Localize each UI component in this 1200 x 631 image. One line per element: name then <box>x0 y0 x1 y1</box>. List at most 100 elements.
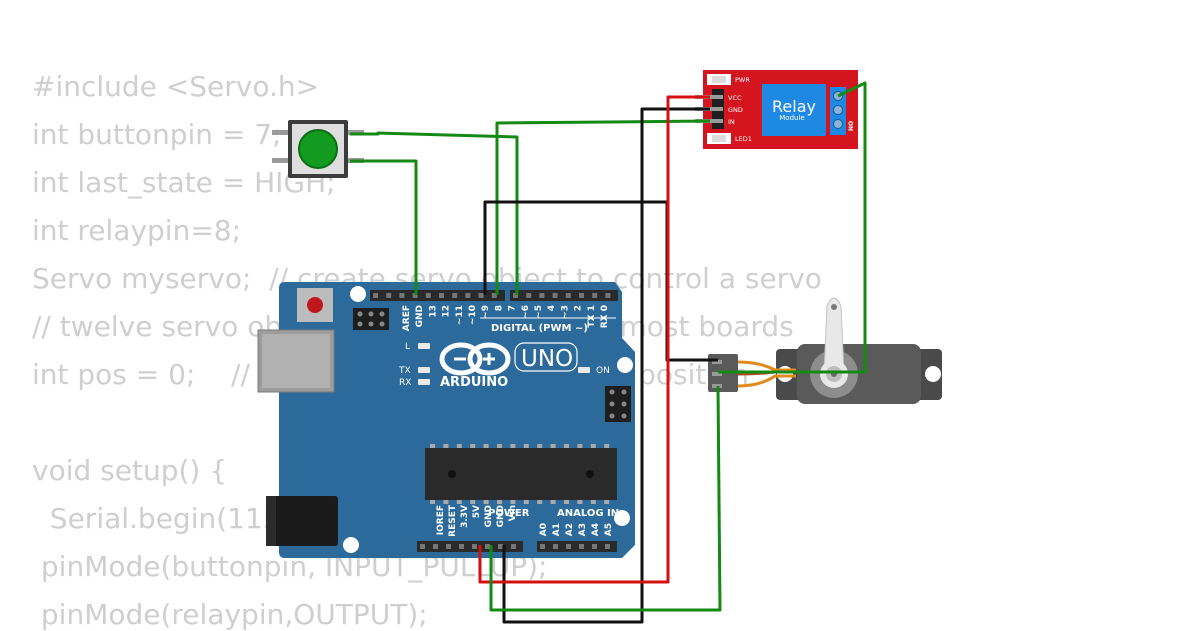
power-label: POWER <box>488 508 530 519</box>
relay-led1-label: LED1 <box>735 135 752 143</box>
usb-connector-inner <box>262 334 330 388</box>
reset-button[interactable] <box>307 297 323 313</box>
header-pin <box>472 544 477 549</box>
dc-jack-lip <box>266 496 276 546</box>
wire-red-relay-vcc <box>478 95 710 584</box>
pin-label: 4 <box>547 305 557 311</box>
header-pin <box>498 544 503 549</box>
analog-label: ANALOG IN <box>557 508 619 519</box>
wire-black-relay-gnd <box>502 107 710 624</box>
pin-label: A4 <box>591 523 601 536</box>
header-pin <box>485 544 490 549</box>
code-line: pinMode(relaypin,OUTPUT); <box>32 598 428 631</box>
header-pin <box>592 293 598 298</box>
pin-label: 3.3V <box>460 505 470 528</box>
header-pin <box>552 293 558 298</box>
header-pin <box>399 293 405 298</box>
board-brand: ARDUINO <box>440 375 508 390</box>
header-pin <box>459 544 464 549</box>
arduino-logo-icon <box>439 342 511 376</box>
header-pin <box>540 544 545 549</box>
header-pin <box>433 544 438 549</box>
pin-label: ~9 <box>481 305 491 319</box>
header-pin <box>511 544 516 549</box>
pin-label: NO <box>848 121 855 131</box>
code-line: int relaypin=8; <box>32 214 242 247</box>
led-tx-label: TX <box>398 366 411 376</box>
header-pin <box>425 293 431 298</box>
pin-label: 7 <box>508 305 518 311</box>
push-button[interactable] <box>272 120 364 178</box>
header-pin <box>579 293 584 298</box>
relay-pwr-label: PWR <box>735 76 750 84</box>
button-leg <box>272 130 288 135</box>
header-pin <box>386 293 392 298</box>
led-rx <box>418 379 430 385</box>
servo-motor <box>776 297 942 404</box>
power-header <box>417 541 523 552</box>
pin-label: Vin <box>508 505 518 521</box>
wire-green-servo-gnd <box>489 385 722 612</box>
pin-label: AREF <box>402 305 412 331</box>
pin-label: ~3 <box>560 305 570 319</box>
led-rx-label: RX <box>399 378 411 388</box>
header-pin <box>478 293 484 298</box>
mounting-hole <box>614 510 630 526</box>
led-tx <box>418 367 430 373</box>
button-cap[interactable] <box>298 129 338 169</box>
led-l-label: L <box>405 342 410 352</box>
digital-label: DIGITAL (PWM ~) <box>491 323 588 334</box>
board-model: UNO <box>521 346 573 372</box>
wire-green-button-pin7 <box>350 131 519 295</box>
pin-label: A2 <box>565 523 575 536</box>
code-line: void setup() { <box>32 454 228 487</box>
relay-pin-gnd: GND <box>728 106 743 114</box>
pin-label: 2 <box>574 305 584 311</box>
pin-label: RESET <box>448 504 458 537</box>
relay-subtitle: Module <box>779 114 804 122</box>
pin-label: A3 <box>578 523 588 536</box>
header-pin <box>452 293 458 298</box>
relay-block <box>762 84 826 136</box>
code-line: int buttonpin = 7; <box>32 118 282 151</box>
pin-label: A1 <box>552 523 562 536</box>
header-pin <box>526 293 532 298</box>
analog-header <box>537 541 617 552</box>
header-pin <box>566 544 571 549</box>
wire-green-relay-in <box>495 119 711 295</box>
microcontroller-chip <box>425 444 617 504</box>
wires <box>350 81 867 624</box>
pin-label: 13 <box>428 305 438 318</box>
led-on-label: ON <box>596 366 610 376</box>
servo-horn <box>823 297 845 375</box>
pin-label: A0 <box>539 523 549 536</box>
led-on <box>578 367 590 373</box>
relay-pin-in: IN <box>728 118 735 126</box>
pin-label: ~11 <box>455 305 465 325</box>
pin-label: IOREF <box>436 505 446 535</box>
header-pin <box>605 293 611 298</box>
pin-label: ~6 <box>521 305 531 319</box>
pin-label: A5 <box>604 523 614 536</box>
pin-label: GND <box>484 505 494 527</box>
relay-title: Relay <box>772 97 816 116</box>
header-pin <box>539 293 545 298</box>
pin-label: 12 <box>442 305 452 318</box>
header-pin <box>412 293 418 298</box>
header-pin <box>373 293 378 298</box>
header-pin <box>465 293 471 298</box>
pin-label: GND <box>496 505 506 527</box>
header-pin <box>553 544 558 549</box>
digital-header-right <box>510 290 618 301</box>
wire-green-relay-com <box>718 81 867 374</box>
code-line: #include <Servo.h> <box>32 70 320 103</box>
dc-jack <box>266 496 338 546</box>
button-leg <box>272 158 288 163</box>
header-pin <box>605 544 610 549</box>
